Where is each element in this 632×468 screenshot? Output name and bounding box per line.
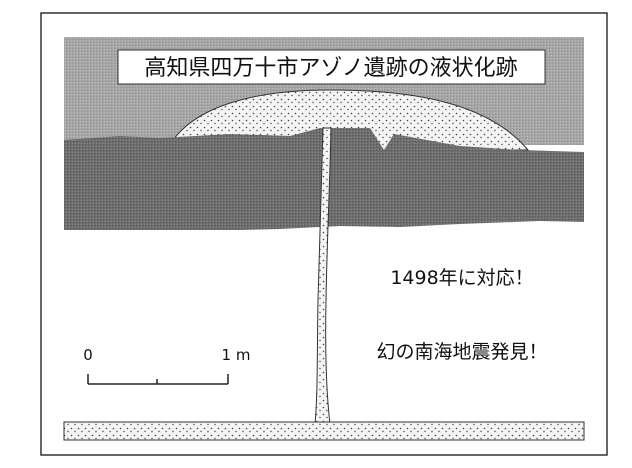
title-text: 高知県四万十市アゾノ遺跡の液状化跡 [144,56,517,81]
scale-bar: 0 1 m [83,346,251,385]
annotation-year: 1498年に対応！ [390,267,533,289]
scale-bar-start-label: 0 [83,346,93,364]
scale-bar-end-label: 1 m [222,346,251,364]
bottom-sand-layer [63,421,585,441]
title-box [117,49,546,85]
annotation-discovery: 幻の南海地震発見！ [376,341,547,363]
